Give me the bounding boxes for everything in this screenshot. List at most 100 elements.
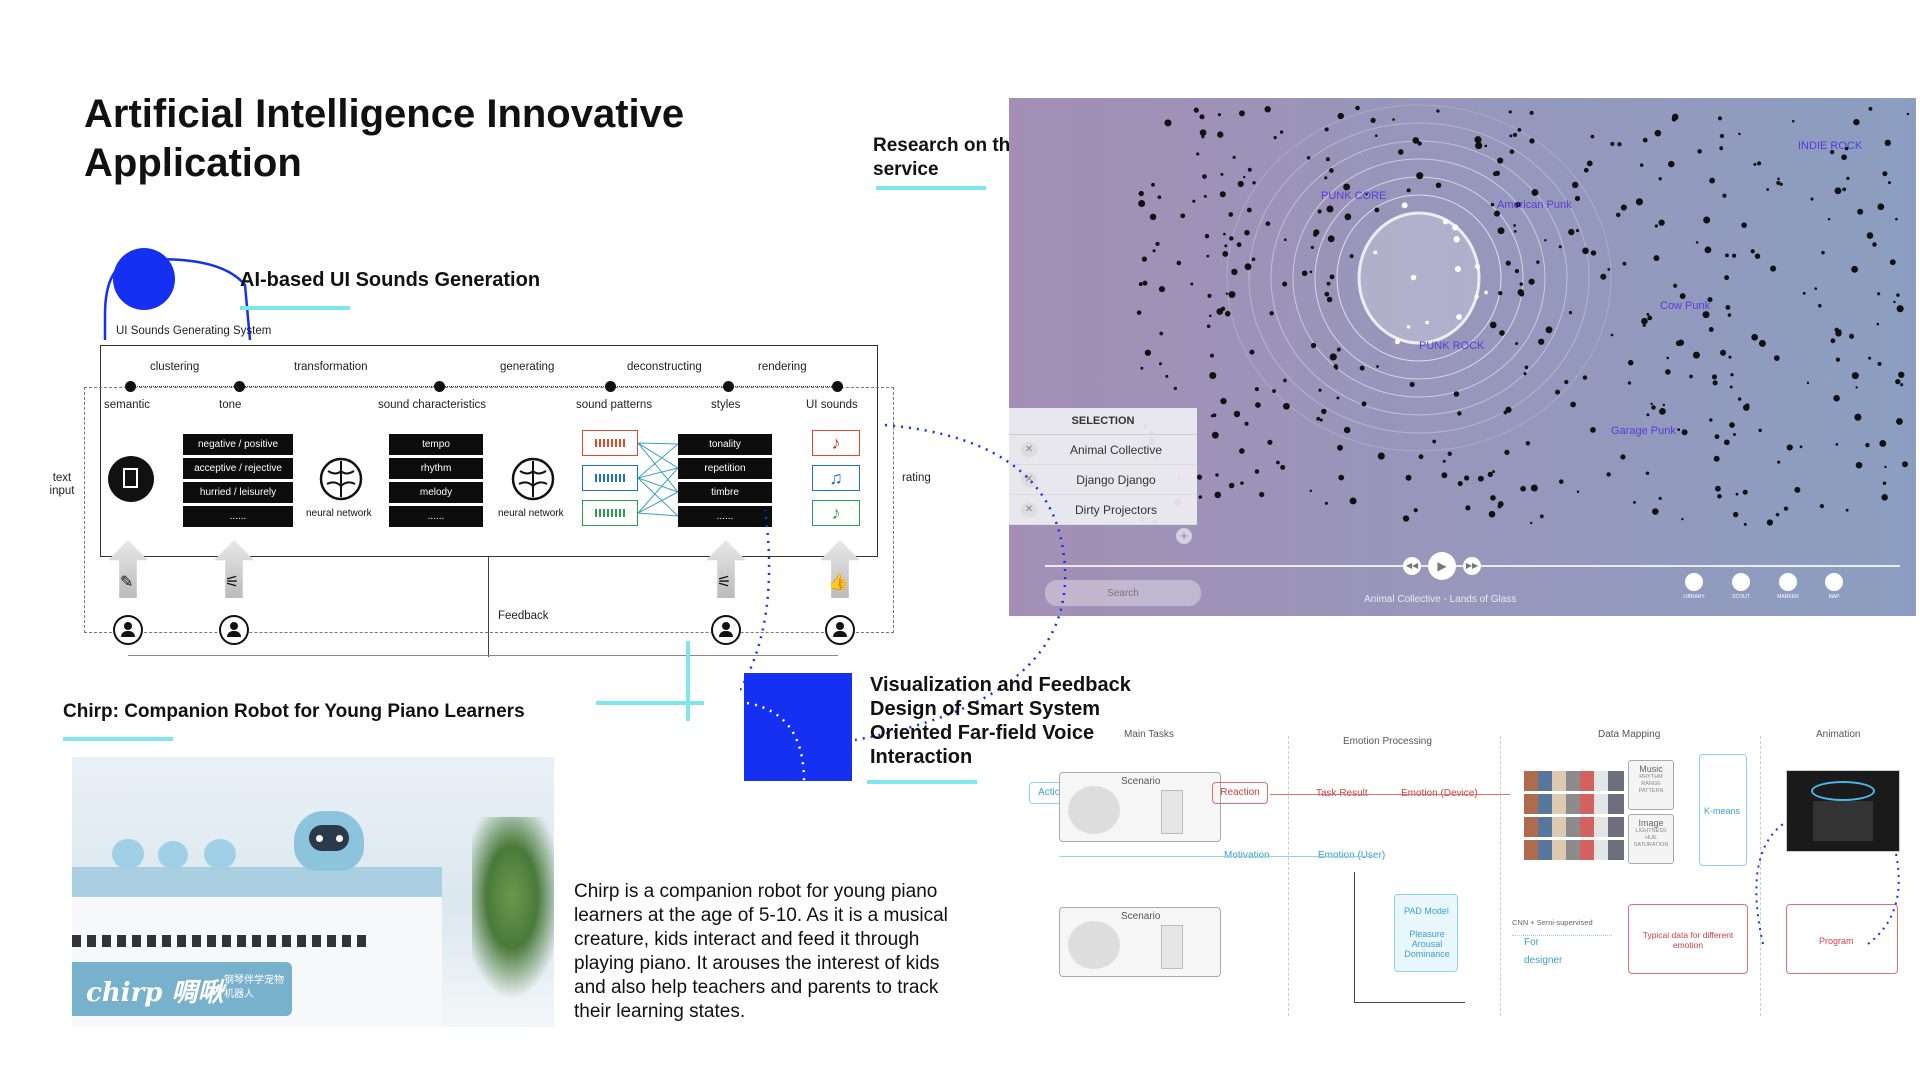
artist-dot xyxy=(1258,491,1265,498)
artist-dot xyxy=(1488,510,1496,518)
remove-icon[interactable]: ✕ xyxy=(1021,501,1037,518)
search-input[interactable] xyxy=(1045,580,1201,606)
artist-dot xyxy=(1336,347,1341,352)
artist-dot xyxy=(1712,380,1718,386)
col-header: Data Mapping xyxy=(1598,729,1661,740)
artist-dot xyxy=(1229,236,1234,241)
characteristic-cell: ...... xyxy=(389,506,483,530)
next-icon[interactable]: ▶▶ xyxy=(1463,557,1481,575)
artist-dot xyxy=(1671,116,1677,122)
artist-dot xyxy=(1844,146,1849,151)
artist-dot xyxy=(1719,133,1725,139)
tone-cell: hurried / leisurely xyxy=(183,482,293,506)
plant xyxy=(472,817,554,1017)
dashed-frame xyxy=(84,387,894,633)
selection-item[interactable]: ✕Dirty Projectors xyxy=(1009,495,1197,525)
artist-dot xyxy=(1650,402,1653,406)
artist-dot xyxy=(1633,501,1636,504)
chirp-logo-badge: chirp 啁啾 钢琴伴学宠物机器人 xyxy=(72,962,292,1016)
artist-dot xyxy=(1722,193,1727,198)
artist-dot xyxy=(1406,188,1411,193)
artist-dot xyxy=(1401,202,1408,209)
artist-dot xyxy=(1681,517,1684,521)
user-icon xyxy=(113,615,143,645)
artist-dot xyxy=(1373,250,1378,255)
artist-dot xyxy=(1645,471,1650,475)
user-icon xyxy=(219,615,249,645)
nav-item-map[interactable]: MAP xyxy=(1821,573,1847,600)
nav-item-library[interactable]: LIBRARY xyxy=(1681,573,1707,600)
nav-item-marker[interactable]: MARKER xyxy=(1775,573,1801,600)
artist-dot xyxy=(1906,112,1910,116)
artist-dot xyxy=(1343,183,1351,191)
artist-dot xyxy=(1868,356,1872,360)
remove-icon[interactable]: ✕ xyxy=(1021,441,1037,458)
artist-dot xyxy=(1642,137,1648,143)
artist-dot xyxy=(1530,484,1538,492)
genre-label: Cow Punk xyxy=(1660,300,1711,312)
add-icon[interactable]: + xyxy=(1176,528,1192,544)
artist-dot xyxy=(1306,155,1311,160)
artist-dot xyxy=(1216,308,1224,315)
cross-decoration-v xyxy=(686,641,690,721)
image-box: Image LIGHTNESS HUE SATURATION xyxy=(1628,814,1674,864)
selection-item[interactable]: ✕Django Django xyxy=(1009,465,1197,495)
research-underline xyxy=(876,186,986,190)
play-icon[interactable]: ▶ xyxy=(1428,552,1456,580)
artist-dot xyxy=(1374,207,1380,213)
prev-icon[interactable]: ◀◀ xyxy=(1403,557,1421,575)
artist-dot xyxy=(1841,154,1847,161)
artist-dot xyxy=(1272,389,1276,393)
artist-dot xyxy=(1509,149,1515,155)
robot-body xyxy=(294,811,364,871)
artist-dot xyxy=(1220,397,1227,405)
stage-label: clustering xyxy=(150,361,200,373)
artist-dot xyxy=(1509,134,1513,138)
nav-label: SCOUT xyxy=(1732,594,1750,600)
artist-dot xyxy=(1714,485,1721,492)
program-label: Program xyxy=(1819,936,1854,946)
stage-dot xyxy=(234,381,245,392)
artist-dot xyxy=(1211,431,1219,439)
stage-label: rendering xyxy=(758,361,807,373)
artist-dot xyxy=(1568,228,1575,236)
artist-dot xyxy=(1529,521,1533,525)
artist-dot xyxy=(1728,355,1732,359)
stage-line xyxy=(128,386,838,387)
artist-dot xyxy=(1719,146,1724,151)
artist-dot xyxy=(1720,349,1727,356)
artist-dot xyxy=(1711,374,1718,380)
artist-dot xyxy=(1508,110,1512,114)
artist-dot xyxy=(1138,282,1143,287)
artist-dot xyxy=(1456,314,1462,320)
artist-dot xyxy=(1620,204,1627,211)
artist-dot xyxy=(1327,235,1335,243)
stage-dot xyxy=(434,381,445,392)
artist-dot xyxy=(1866,232,1874,239)
ui-sounds-underline xyxy=(240,306,350,310)
artist-dot xyxy=(1324,176,1328,180)
artist-dot xyxy=(1254,469,1260,474)
artist-dot xyxy=(1190,282,1194,286)
artist-dot xyxy=(1224,310,1231,317)
remove-icon[interactable]: ✕ xyxy=(1021,471,1037,488)
artist-dot xyxy=(1435,182,1442,189)
artist-dot xyxy=(1775,512,1780,517)
col-divider xyxy=(1500,736,1501,1016)
artist-dot xyxy=(1436,109,1440,113)
for-designer-label: For designer xyxy=(1524,937,1563,966)
artist-dot xyxy=(1319,418,1323,422)
artist-dot xyxy=(1490,495,1496,501)
artist-dot xyxy=(1600,273,1607,280)
artist-dot xyxy=(1610,333,1614,337)
nav-item-scout[interactable]: SCOUT xyxy=(1728,573,1754,600)
artist-dot xyxy=(1249,349,1255,355)
artist-dot xyxy=(1310,245,1315,250)
artist-dot xyxy=(1766,519,1774,526)
artist-dot xyxy=(1517,127,1522,132)
artist-dot xyxy=(1326,205,1334,213)
chirp-logo: chirp 啁啾 xyxy=(86,978,224,1008)
selection-item[interactable]: ✕Animal Collective xyxy=(1009,435,1197,465)
artist-dot xyxy=(1519,291,1525,297)
artist-dot xyxy=(1244,263,1252,271)
